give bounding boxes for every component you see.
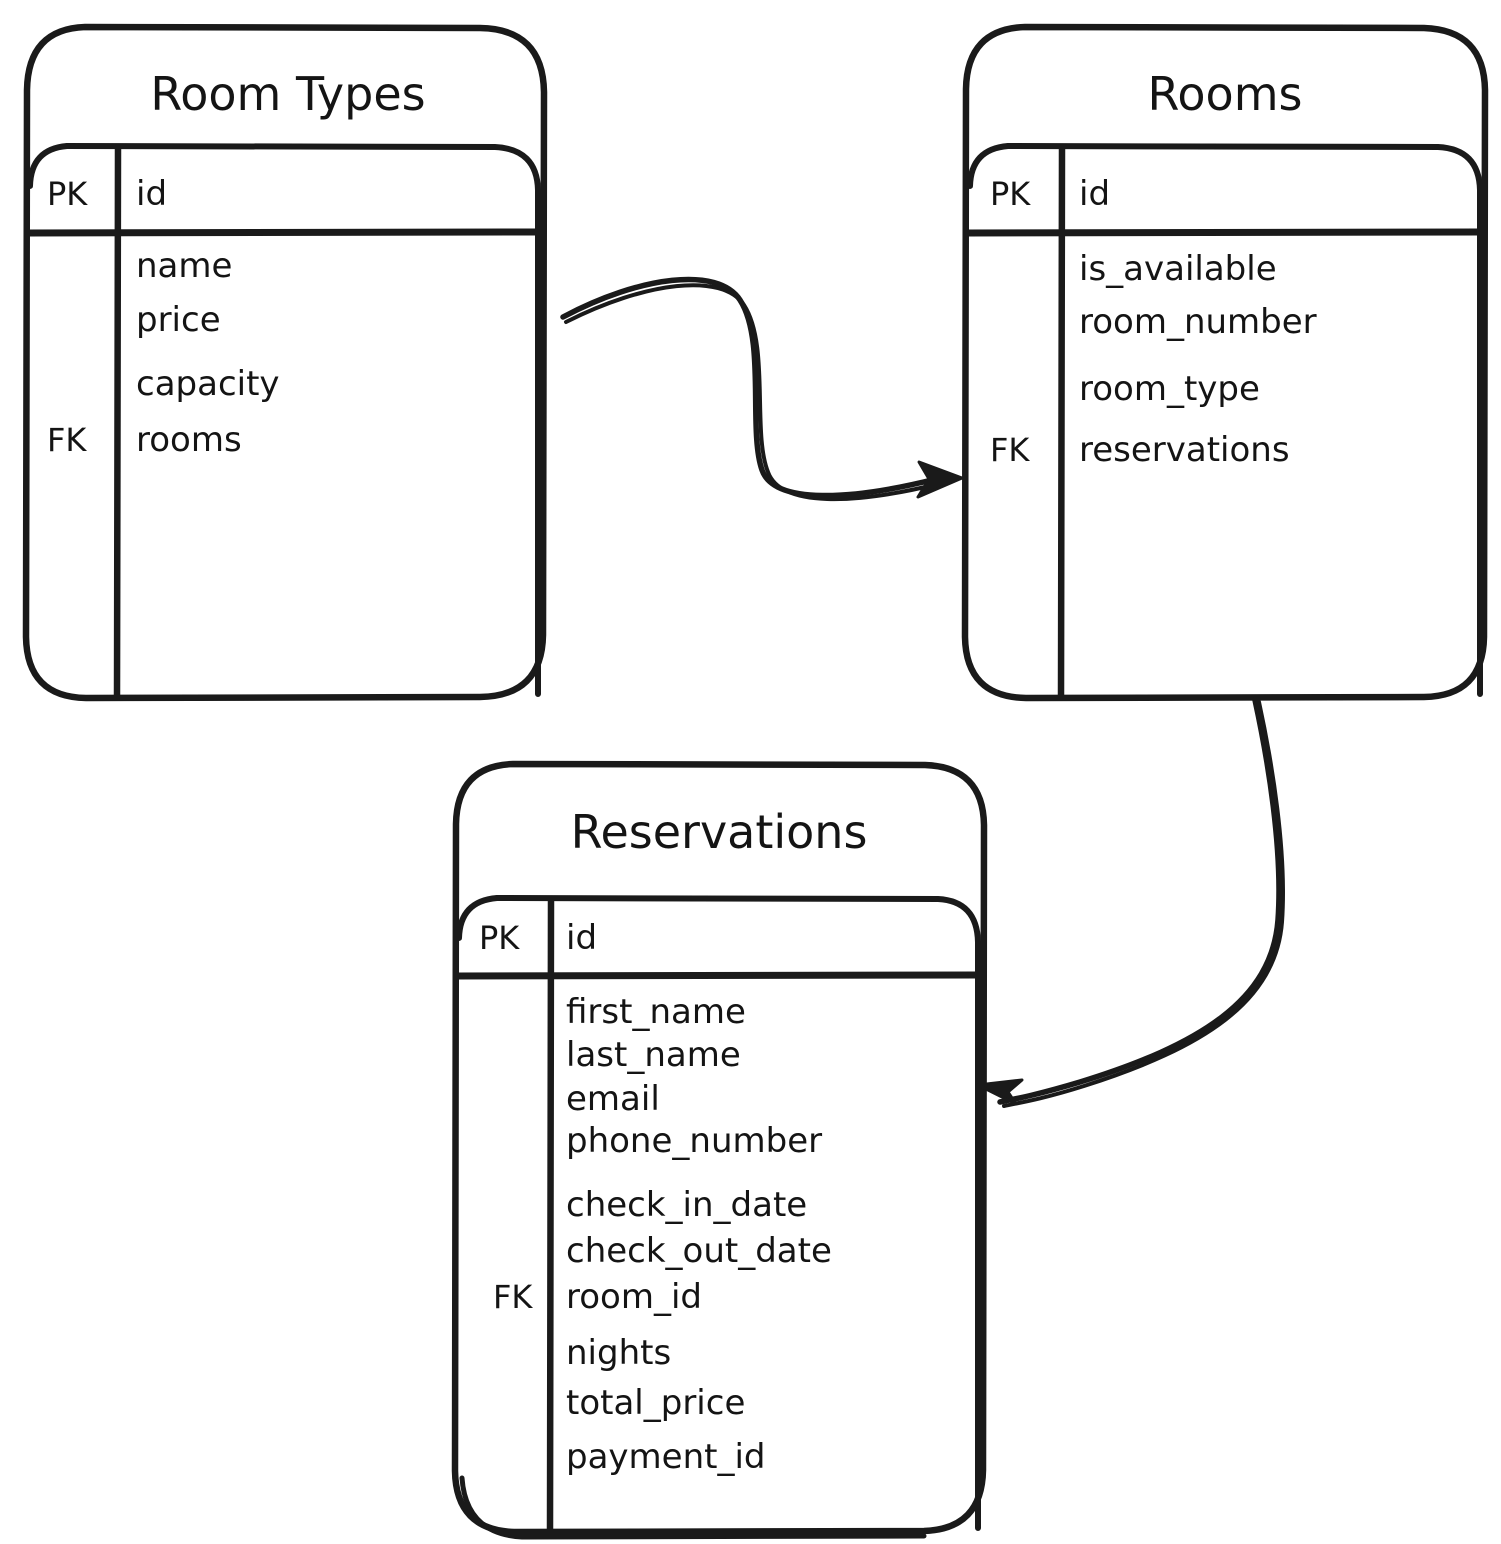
reservations-fk-label: FK [493, 1278, 533, 1316]
reservations-outer-border-sketch [459, 1475, 927, 1540]
room-types-outer-border [22, 23, 548, 702]
room-types-field-1: price [136, 300, 221, 340]
reservations-column-divider [546, 896, 555, 1534]
rooms-field-1: room_number [1079, 302, 1317, 342]
room-types-inner-panel [64, 143, 541, 697]
room-types-field-0: name [136, 246, 232, 286]
reservations-field-5: check_out_date [566, 1231, 832, 1271]
room-types-column-divider [113, 144, 122, 700]
reservations-field-4: check_in_date [566, 1185, 807, 1225]
reservations-outer-border [451, 760, 988, 1536]
reservations-pk-field: id [566, 918, 597, 958]
entity-room-types[interactable]: Room Types PK id FK name price capacity … [22, 23, 548, 702]
room-types-pk-field: id [136, 174, 167, 214]
reservations-inner-panel [494, 895, 981, 1531]
rooms-pk-label: PK [990, 175, 1031, 213]
reservations-pk-divider [453, 971, 983, 980]
reservations-title: Reservations [571, 805, 868, 859]
entity-reservations[interactable]: Reservations PK id FK first_name last_na… [451, 760, 988, 1540]
room-types-title: Room Types [150, 67, 425, 121]
rooms-outer-border [961, 23, 1489, 702]
rooms-field-0: is_available [1079, 249, 1277, 289]
rooms-title: Rooms [1148, 67, 1303, 121]
room-types-inner-left [27, 143, 70, 189]
rooms-pk-field: id [1079, 174, 1110, 214]
relationship-1-arrowhead-icon [916, 460, 964, 499]
room-types-fk-label: FK [47, 421, 87, 459]
rooms-inner-panel [1005, 143, 1483, 697]
relationship-2-arrowhead-icon [976, 1078, 1024, 1106]
room-types-pk-divider [24, 228, 543, 237]
reservations-field-8: total_price [566, 1383, 745, 1423]
relationship-rooms-to-reservations[interactable] [976, 697, 1285, 1108]
relationship-2-line [997, 697, 1282, 1105]
reservations-pk-label: PK [479, 919, 520, 957]
reservations-inner-left [456, 895, 500, 941]
reservations-field-6: room_id [566, 1277, 702, 1317]
reservations-field-2: email [566, 1079, 660, 1119]
rooms-pk-divider [964, 228, 1485, 237]
room-types-field-3: rooms [136, 420, 242, 460]
reservations-field-9: payment_id [566, 1437, 765, 1477]
relationship-room-types-to-rooms[interactable] [560, 276, 964, 502]
relationship-1-line [560, 276, 939, 499]
reservations-field-0: first_name [566, 992, 746, 1032]
rooms-inner-left [967, 143, 1011, 189]
rooms-fk-label: FK [990, 431, 1030, 469]
room-types-pk-label: PK [47, 175, 88, 213]
rooms-field-2: room_type [1079, 369, 1260, 409]
room-types-field-2: capacity [136, 364, 280, 404]
reservations-field-1: last_name [566, 1035, 741, 1075]
rooms-column-divider [1057, 144, 1066, 700]
relationship-1-line-sketch [564, 283, 940, 502]
reservations-field-3: phone_number [566, 1121, 822, 1161]
entity-rooms[interactable]: Rooms PK id FK is_available room_number … [961, 23, 1489, 702]
rooms-field-3: reservations [1079, 430, 1290, 470]
reservations-field-7: nights [566, 1333, 671, 1373]
relationship-2-line-sketch [1002, 700, 1285, 1108]
